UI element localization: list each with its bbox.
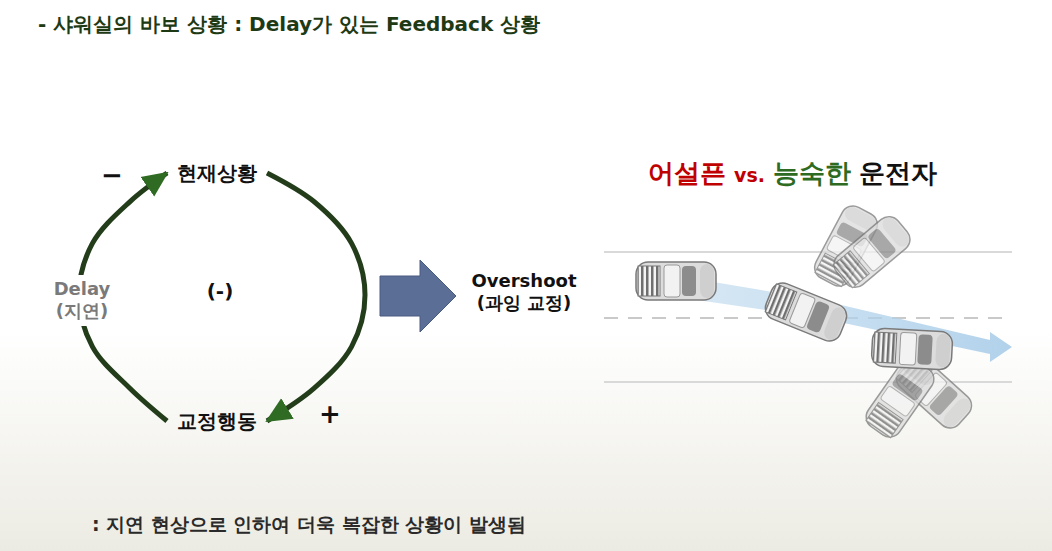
road xyxy=(604,252,1012,382)
loop-variable: 현재상황 xyxy=(173,158,261,189)
edge-label: + xyxy=(319,398,341,431)
label: − xyxy=(101,160,123,191)
heading-word: 운전자 xyxy=(859,158,937,189)
loop-variable: 교정행동 xyxy=(173,406,261,437)
heading-word: 능숙한 xyxy=(773,158,851,189)
heading-word: vs. xyxy=(734,164,765,187)
car-illustration xyxy=(636,202,976,442)
overshoot-label: Overshoot (과잉 교정) xyxy=(463,270,585,313)
title: - 샤워실의 바보 상황 : Delay가 있는 Feedback 상황 xyxy=(38,12,540,36)
block-arrow xyxy=(380,260,456,332)
variable-name: 현재상황 xyxy=(177,160,257,187)
heading-row: 어설픈 vs. 능숙한 운전자 xyxy=(648,158,937,189)
edge-label: Delay (지연) xyxy=(44,275,120,326)
heading-word: 어설픈 xyxy=(648,158,726,189)
variable-name: 교정행동 xyxy=(177,408,257,435)
caption: : 지연 현상으로 인하여 더욱 복잡한 상황이 발생됨 xyxy=(92,513,526,536)
feedback-arc xyxy=(267,173,365,421)
label: (-) xyxy=(207,279,234,303)
